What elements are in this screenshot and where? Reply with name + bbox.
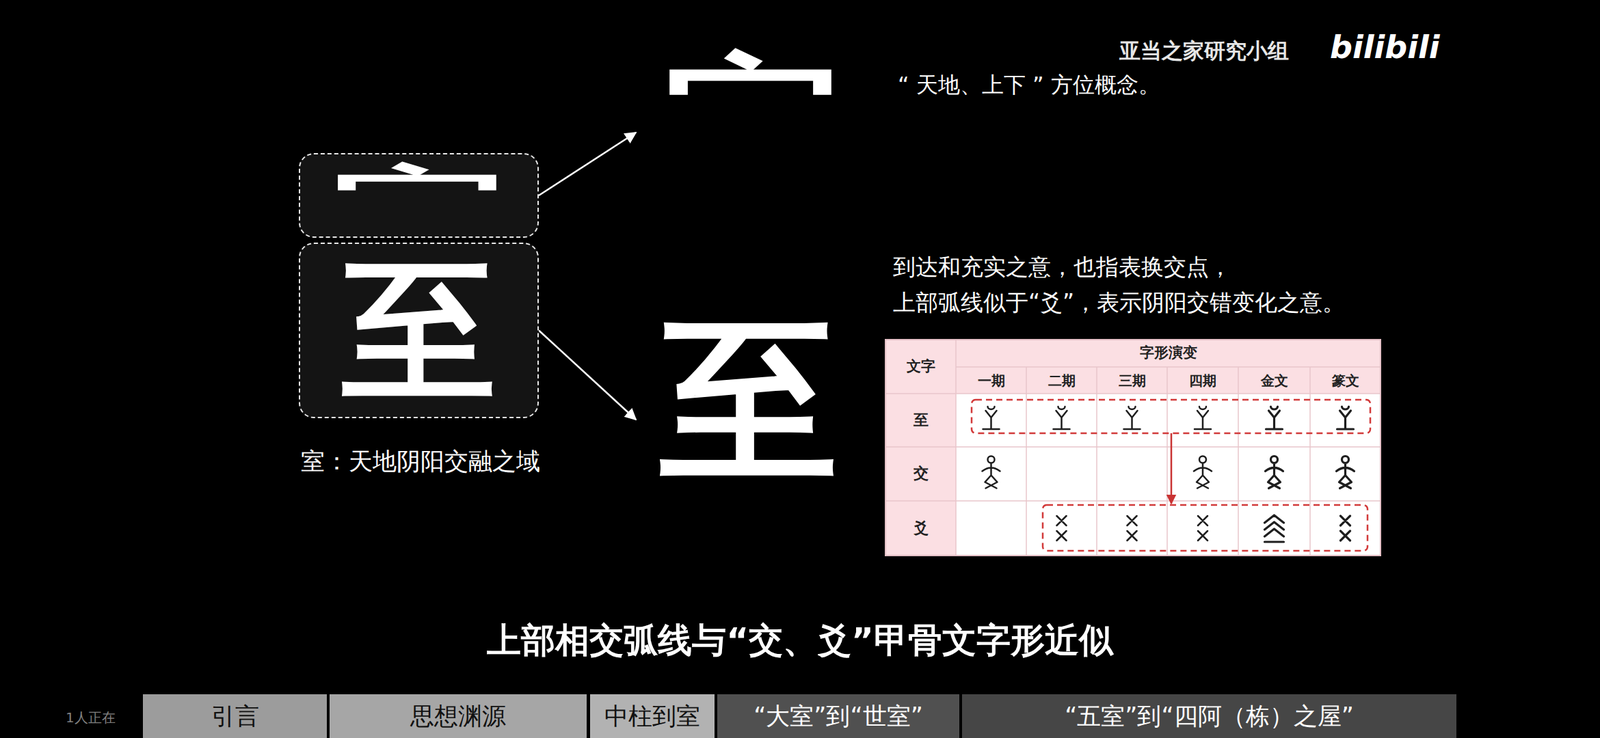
oracle-glyph <box>1124 406 1141 430</box>
table-column-header: 四期 <box>1189 372 1217 390</box>
viewer-count: 1人正在 <box>65 709 116 727</box>
table-header-band <box>885 339 1381 394</box>
chapter-title: “五室”到“四阿（栋）之屋” <box>1064 702 1354 731</box>
chapter-segment: “大室”到“世室” <box>717 694 960 738</box>
calligraphy-character: 宀 <box>333 160 505 232</box>
oracle-glyph <box>1337 406 1354 430</box>
glyph-caption: 室：天地阴阳交融之域 <box>300 447 541 476</box>
chapter-title: 思想渊源 <box>410 702 506 731</box>
subtitle: 上部相交弧线与“交、爻”甲骨文字形近似 <box>486 620 1114 662</box>
table-grid-line <box>1096 367 1098 556</box>
oracle-glyph <box>1266 406 1283 430</box>
arrow-connector <box>538 132 636 196</box>
oracle-glyph <box>1193 456 1212 489</box>
oracle-glyph <box>1197 516 1208 541</box>
annotation-text: “ 天地、上下 ” 方位概念。 <box>897 71 1161 98</box>
table-grid-line <box>1309 367 1311 556</box>
table-grid-line <box>1166 367 1168 556</box>
highlight-box-dashed <box>971 400 1371 434</box>
oracle-glyph <box>1265 456 1284 489</box>
table-grid-line <box>1025 367 1028 556</box>
table-border <box>885 339 1381 556</box>
oracle-glyph <box>1127 516 1138 541</box>
table-row-header: 爻 <box>913 519 929 538</box>
arrow-connector <box>538 330 636 421</box>
oracle-glyph <box>983 406 1000 430</box>
chapter-title: 中柱到室 <box>604 702 701 731</box>
calligraphy-glyph: 宀 <box>635 34 869 171</box>
table-row-header: 交 <box>913 464 929 483</box>
chapter-segment: 思想渊源 <box>329 694 587 738</box>
oracle-glyph <box>1264 515 1285 543</box>
calligraphy-character: 至 <box>659 311 838 489</box>
chapter-title: 引言 <box>211 702 260 731</box>
chapter-segment: 中柱到室 <box>590 694 715 738</box>
oracle-glyph <box>1194 406 1211 430</box>
table-header: 字形演变 <box>1139 344 1198 362</box>
table-column-header: 三期 <box>1118 372 1146 390</box>
table-grid-line <box>955 339 957 556</box>
table-ground <box>885 339 1381 556</box>
table-grid-line <box>885 393 1381 395</box>
oracle-glyph <box>1053 406 1071 430</box>
table-grid-line <box>955 366 1381 368</box>
table-column-header: 一期 <box>977 372 1006 390</box>
table-first-column <box>885 393 956 556</box>
dashed-region-box: 宀 <box>298 153 539 238</box>
table-column-header: 篆文 <box>1331 372 1360 390</box>
oracle-glyph <box>1057 516 1067 541</box>
calligraphy-character: 宀 <box>665 44 840 161</box>
oracle-glyph <box>1340 516 1351 541</box>
calligraphy-glyph: 至 <box>635 300 862 500</box>
chapter-title: “大室”到“世室” <box>753 702 924 731</box>
table-grid-line <box>1237 367 1239 556</box>
highlight-box-dashed <box>1042 505 1368 552</box>
dashed-region-box: 至 <box>298 242 539 419</box>
chapter-segment: 引言 <box>142 694 327 738</box>
watermark-logo: bilibili <box>1329 28 1440 67</box>
annotation-text: 到达和充实之意，也指表换交点， <box>892 253 1232 282</box>
table-column-header: 二期 <box>1048 372 1076 390</box>
annotation-text: 上部弧线似于“爻”，表示阴阳交错变化之意。 <box>892 289 1345 317</box>
table-grid-line <box>885 500 1381 502</box>
chapter-segment: “五室”到“四阿（栋）之屋” <box>962 694 1457 738</box>
evolution-table <box>885 339 1381 556</box>
table-column-header: 金文 <box>1260 372 1289 390</box>
watermark: 亚当之家研究小组 <box>1119 38 1289 64</box>
oracle-glyph <box>982 456 1001 489</box>
calligraphy-character: 至 <box>341 253 496 408</box>
oracle-glyph <box>1336 456 1355 489</box>
table-row-header: 至 <box>913 411 929 430</box>
table-header: 文字 <box>906 358 936 376</box>
pointer-arrow <box>1170 433 1173 504</box>
table-grid-line <box>885 446 1381 448</box>
